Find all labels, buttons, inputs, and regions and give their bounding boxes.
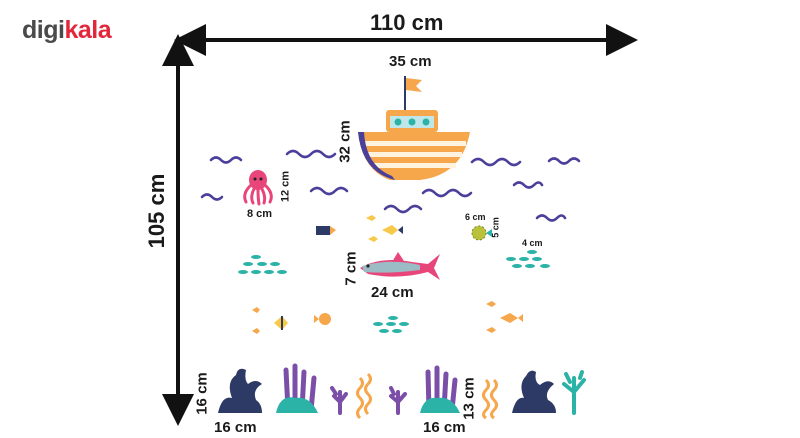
coral-purple-center-icon <box>420 365 460 413</box>
fish-school-right <box>506 250 550 268</box>
ship-height-label: 32 cm <box>336 120 354 163</box>
coral-purple-mid-icon <box>389 386 407 415</box>
ship-width-label: 35 cm <box>389 53 432 70</box>
logo-text-part1: digi <box>22 16 65 44</box>
coral-teal-icon <box>562 370 586 415</box>
octopus-icon <box>243 170 273 206</box>
shark-icon <box>360 252 440 280</box>
seaweed-orange-icon <box>356 372 372 420</box>
total-height-label: 105 cm <box>144 173 169 249</box>
small-fish-width-label: 4 cm <box>522 238 543 248</box>
total-width-label: 110 cm <box>370 10 444 35</box>
shark-height-label: 7 cm <box>342 251 360 286</box>
fish-school-left <box>238 255 287 274</box>
puffer-height-label: 5 cm <box>490 217 501 238</box>
octopus-width-label: 8 cm <box>247 208 273 220</box>
coral-left-icon <box>218 368 262 413</box>
coral-purple-left-icon <box>276 363 318 413</box>
seaweed-orange-right-icon <box>482 378 498 420</box>
coral-left-height-label: 16 cm <box>193 372 211 415</box>
logo-text-part2: kala <box>64 16 112 44</box>
octopus-height-label: 12 cm <box>279 170 292 203</box>
digikala-logo: digikala <box>22 16 112 45</box>
small-fish-group <box>252 215 523 334</box>
fish-school-center <box>373 316 409 333</box>
puffer-fish-icon <box>471 225 492 241</box>
coral-mid-width-label: 16 cm <box>423 419 466 436</box>
wave-decorations <box>200 149 581 222</box>
shark-width-label: 24 cm <box>371 284 414 301</box>
coral-mid-height-label: 13 cm <box>460 377 478 420</box>
coral-purple-small-icon <box>330 386 348 415</box>
coral-left-width-label: 16 cm <box>214 419 257 436</box>
ship-icon <box>358 76 470 180</box>
coral-right-icon <box>512 370 556 413</box>
puffer-width-label: 6 cm <box>465 212 486 222</box>
